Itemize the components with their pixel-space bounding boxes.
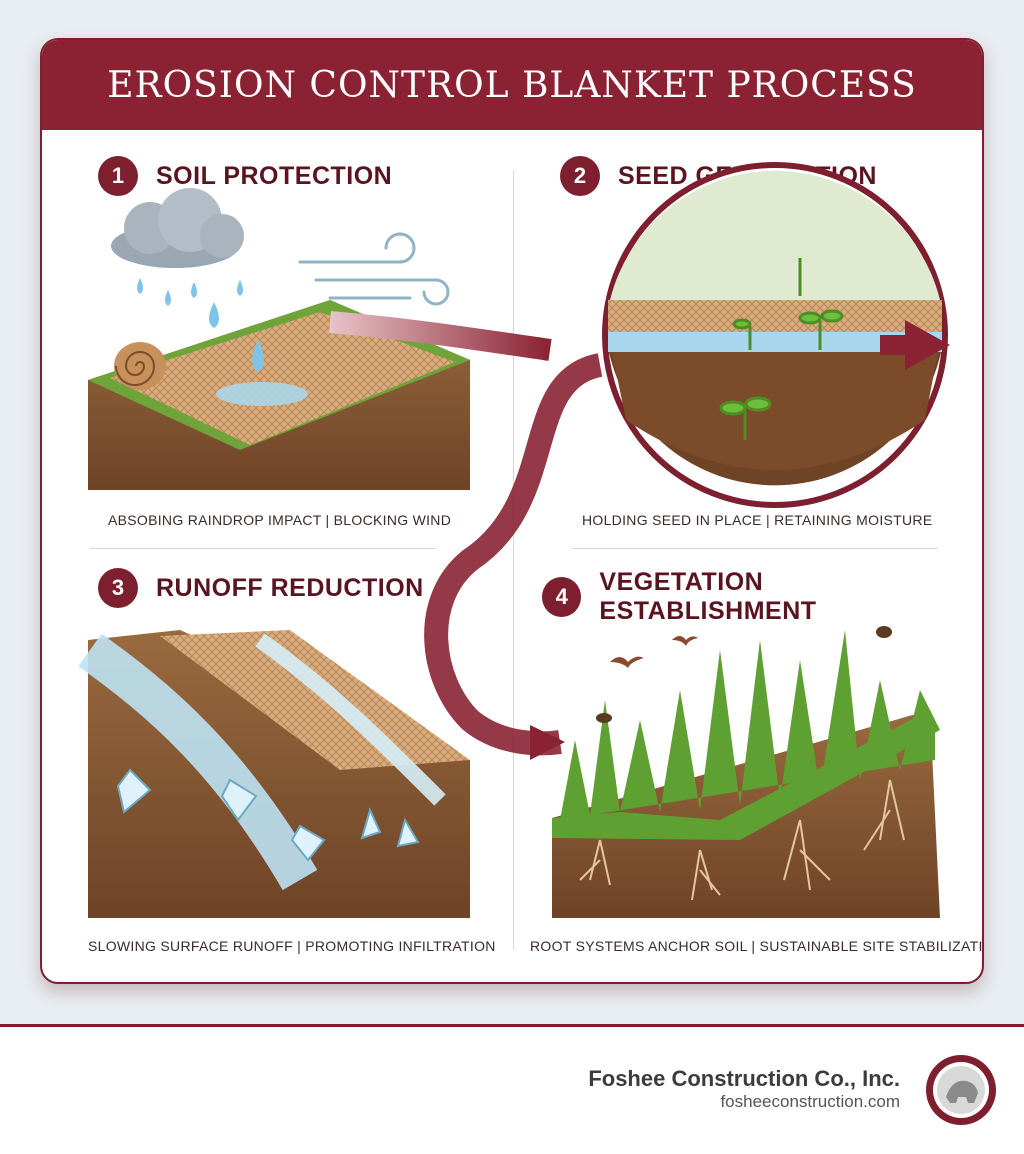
company-logo-icon <box>926 1055 996 1125</box>
seedling-icon <box>719 258 844 440</box>
step-1-caption: ABSOBING RAINDROP IMPACT | BLOCKING WIND <box>108 512 452 528</box>
seed-cross-section <box>602 162 948 508</box>
arrow-right-icon <box>880 320 950 370</box>
cloud-icon <box>111 188 244 268</box>
footer <box>0 1027 1024 1154</box>
title-banner: EROSION CONTROL BLANKET PROCESS <box>42 40 982 130</box>
flow-arrow-icon-2 <box>530 725 565 760</box>
insect-icon <box>596 626 892 723</box>
step-3-heading: 3 RUNOFF REDUCTION <box>98 568 424 608</box>
soil-block-3 <box>78 630 470 918</box>
step-2-caption: HOLDING SEED IN PLACE | RETAINING MOISTU… <box>582 512 933 528</box>
step-2-badge: 2 <box>560 156 600 196</box>
step-1-title: SOIL PROTECTION <box>156 161 393 190</box>
blanket-roll-icon <box>114 342 166 390</box>
horizontal-divider-right <box>572 548 938 549</box>
root-icons <box>579 779 905 901</box>
bird-icon <box>610 636 698 668</box>
runoff-arrow-icons <box>116 768 420 862</box>
website-link[interactable]: fosheeconstruction.com <box>720 1092 900 1111</box>
step-4-badge: 4 <box>542 577 582 617</box>
wind-icon <box>298 232 450 306</box>
step-3-caption: SLOWING SURFACE RUNOFF | PROMOTING INFIL… <box>88 938 496 954</box>
step-1-badge: 1 <box>98 156 138 196</box>
flow-ribbon <box>424 353 604 756</box>
company-name: Foshee Construction Co., Inc. <box>588 1066 900 1091</box>
step-4-title: VEGETATION ESTABLISHMENT <box>599 568 817 625</box>
footer-rule <box>0 1024 1024 1027</box>
raindrop-icons <box>137 278 264 372</box>
page-title: EROSION CONTROL BLANKET PROCESS <box>107 64 917 106</box>
water-splash <box>216 382 308 406</box>
step-3-badge: 3 <box>98 568 138 608</box>
step-4-caption: ROOT SYSTEMS ANCHOR SOIL | SUSTAINABLE S… <box>530 938 984 954</box>
step-1-heading: 1 SOIL PROTECTION <box>98 156 392 196</box>
flow-arrow-icon-1 <box>329 311 552 361</box>
vertical-divider <box>513 170 514 950</box>
illustrations <box>78 162 950 918</box>
step-4-heading: 4 VEGETATION ESTABLISHMENT <box>542 568 982 626</box>
grass-icon <box>560 630 935 820</box>
horizontal-divider-left <box>90 548 436 549</box>
step-3-title: RUNOFF REDUCTION <box>156 573 424 602</box>
